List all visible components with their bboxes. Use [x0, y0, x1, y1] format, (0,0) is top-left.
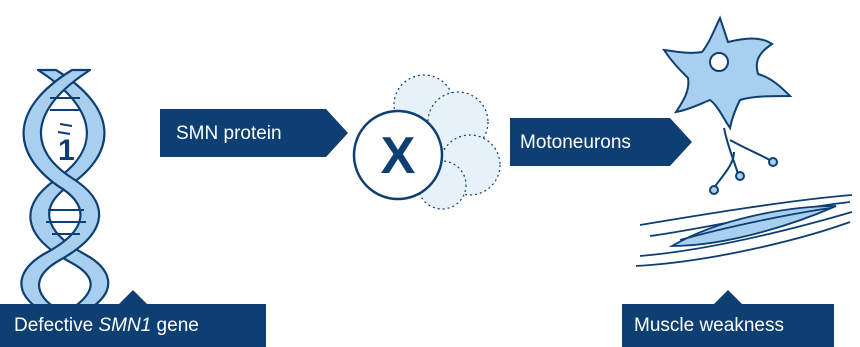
- muscle-fiber: [679, 207, 831, 241]
- neuron-body: [661, 15, 793, 131]
- axon-branch: [729, 139, 774, 163]
- dna-gap-marks: [57, 123, 73, 135]
- muscle-fiber: [639, 194, 853, 226]
- axon: [723, 127, 739, 175]
- axon-terminal: [709, 185, 719, 195]
- muscle-fiber: [639, 211, 853, 257]
- muscle-weakness-label: Muscle weakness: [622, 290, 834, 347]
- defective-gene-label: Defective SMN1 gene: [0, 290, 266, 347]
- muscle-belly: [668, 205, 837, 247]
- axon-terminal: [768, 157, 778, 167]
- absent-protein-circle: [352, 109, 444, 201]
- gene-name: SMN1: [98, 315, 152, 336]
- muscle-icon: [635, 194, 853, 267]
- smn-protein-text: SMN protein: [176, 122, 282, 144]
- neuron-nucleus: [709, 52, 729, 72]
- dna-rungs: [46, 97, 86, 235]
- axon-branch: [713, 151, 735, 189]
- motoneurons-text: Motoneurons: [520, 131, 631, 153]
- smn-protein-label: SMN protein: [160, 109, 348, 157]
- gene-prefix: Defective: [14, 315, 99, 336]
- muscle-weakness-text: Muscle weakness: [634, 315, 784, 336]
- axon-terminal: [735, 171, 745, 181]
- gene-number: 1: [58, 134, 75, 167]
- gene-suffix: gene: [151, 315, 199, 336]
- cross-mark: X: [381, 127, 416, 185]
- muscle-fiber: [635, 221, 851, 267]
- motoneurons-label: Motoneurons: [510, 118, 692, 166]
- dna-helix-icon: [20, 68, 110, 312]
- neuron-icon: [661, 15, 793, 195]
